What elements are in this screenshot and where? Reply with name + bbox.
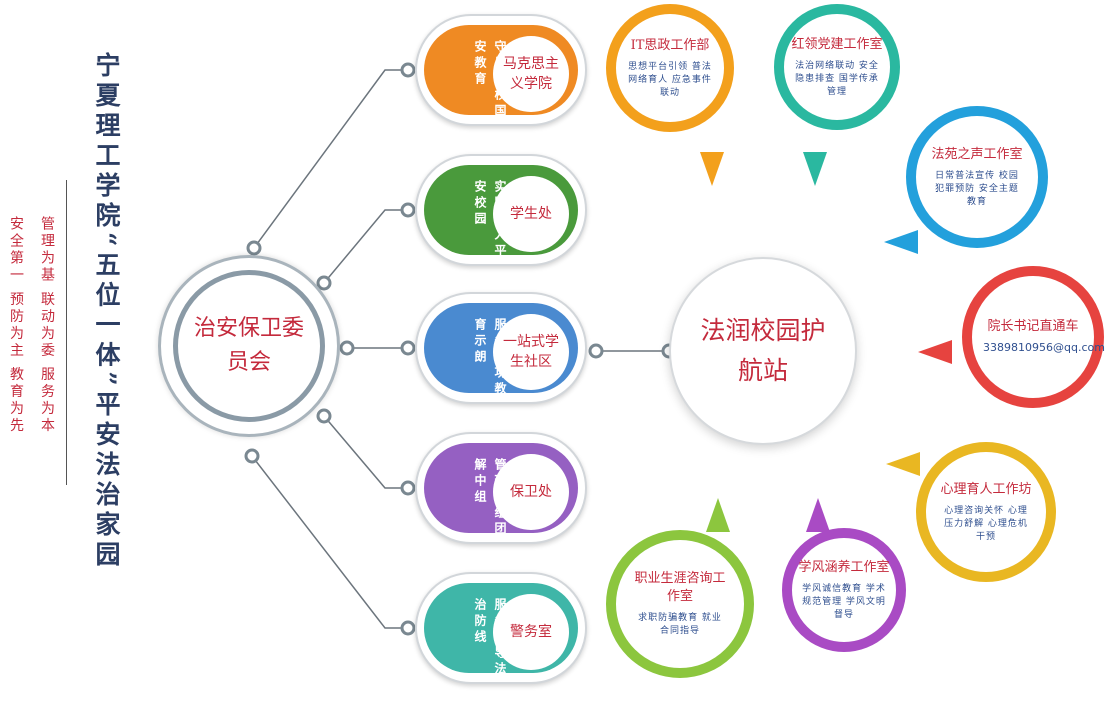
arrow-icon	[706, 498, 730, 532]
department-circle: 马克思主义学院	[493, 36, 569, 112]
divider	[66, 180, 67, 485]
studio-name: 心理育人工作坊	[940, 481, 1032, 497]
node-dot	[246, 240, 262, 256]
node-dot	[316, 275, 332, 291]
page-title: 宁夏理工学院“五位一体”平安法治家园	[92, 52, 121, 571]
studio-desc: 心理咨询关怀 心理压力舒解 心理危机干预	[944, 505, 1028, 542]
department-pill: 守风考校国安教育马克思主义学院	[424, 25, 578, 120]
node-dot	[400, 480, 416, 496]
studio-desc: 思想平台引领 普法网络育人 应急事件联动	[628, 61, 712, 98]
arrow-icon	[700, 152, 724, 186]
node-dot	[339, 340, 355, 356]
department-pill: 实践育人平安校园学生处	[424, 165, 578, 260]
department-circle: 保卫处	[493, 454, 569, 530]
arrow-icon	[884, 230, 918, 254]
motto-column-2: 安全第一 预防为主 教育为先	[8, 216, 24, 435]
studio-name: 职业生涯咨询工作室	[634, 571, 726, 604]
node-dot	[400, 340, 416, 356]
connector-hub-dept-5	[251, 455, 408, 629]
node-dot	[400, 202, 416, 218]
department-circle: 一站式学生社区	[493, 314, 569, 390]
department-name: 一站式学生社区	[503, 334, 559, 370]
hub-node: 治安保卫委员会	[173, 270, 325, 422]
department-node: 实践育人平安校园学生处	[415, 154, 587, 266]
department-pill: 服务育功教育示朗一站式学生社区	[424, 303, 578, 398]
node-dot	[400, 62, 416, 78]
node-dot	[316, 408, 332, 424]
studio-name: 学风涵养工作室	[798, 559, 890, 575]
node-dot	[244, 448, 260, 464]
studio-name: 院长书记直通车	[987, 319, 1079, 334]
connector-hub-dept-2	[323, 209, 408, 284]
station-node: 法润校园护航站	[669, 257, 857, 445]
department-node: 管理组组团解中组保卫处	[415, 432, 587, 544]
arrow-icon	[918, 340, 952, 364]
node-dot	[400, 620, 416, 636]
department-name: 警务室	[510, 624, 552, 640]
department-name: 学生处	[510, 206, 552, 222]
connector-hub-dept-4	[323, 415, 408, 489]
arrow-icon	[806, 498, 830, 532]
studio-name: 法苑之声工作室	[931, 146, 1023, 162]
department-circle: 警务室	[493, 594, 569, 670]
studio-node: 红领党建工作室法治网络联动 安全隐患排查 国学传承管理	[774, 4, 900, 130]
department-circle: 学生处	[493, 176, 569, 252]
department-name: 马克思主义学院	[503, 56, 559, 92]
studio-desc: 法治网络联动 安全隐患排查 国学传承管理	[795, 60, 879, 97]
department-node: 守风考校国安教育马克思主义学院	[415, 14, 587, 126]
studio-node: 学风涵养工作室学风诚信教育 学术规范管理 学风文明督导	[782, 528, 906, 652]
department-pill: 管理组组团解中组保卫处	[424, 443, 578, 538]
studio-desc: 日常普法宣传 校园犯罪预防 安全主题教育	[935, 170, 1019, 207]
studio-name: IT思政工作部	[630, 37, 710, 53]
arrow-icon	[803, 152, 827, 186]
department-pill: 服务指导法治防线警务室	[424, 583, 578, 678]
hub-label: 治安保卫委员会	[194, 316, 305, 375]
node-dot	[588, 343, 604, 359]
studio-node: 院长书记直通车 3389810956@qq.com	[962, 266, 1105, 408]
department-node: 服务育功教育示朗一站式学生社区	[415, 292, 587, 404]
studio-node: 心理育人工作坊心理咨询关怀 心理压力舒解 心理危机干预	[916, 442, 1056, 582]
studio-node: IT思政工作部思想平台引领 普法网络育人 应急事件联动	[606, 4, 734, 132]
arrow-icon	[886, 452, 920, 476]
motto-column-1: 管理为基 联动为委 服务为本	[39, 216, 55, 435]
studio-desc: 求职防骗教育 就业合同指导	[638, 613, 722, 636]
studio-node: 职业生涯咨询工作室求职防骗教育 就业合同指导	[606, 530, 754, 678]
station-label: 法润校园护航站	[700, 316, 826, 385]
studio-name: 红领党建工作室	[791, 36, 883, 52]
department-node: 服务指导法治防线警务室	[415, 572, 587, 684]
studio-contact: 3389810956@qq.com	[983, 341, 1105, 354]
studio-desc: 学风诚信教育 学术规范管理 学风文明督导	[802, 583, 886, 620]
studio-node: 法苑之声工作室日常普法宣传 校园犯罪预防 安全主题教育	[906, 106, 1048, 248]
connector-hub-dept-1	[253, 69, 408, 249]
department-name: 保卫处	[510, 484, 552, 500]
